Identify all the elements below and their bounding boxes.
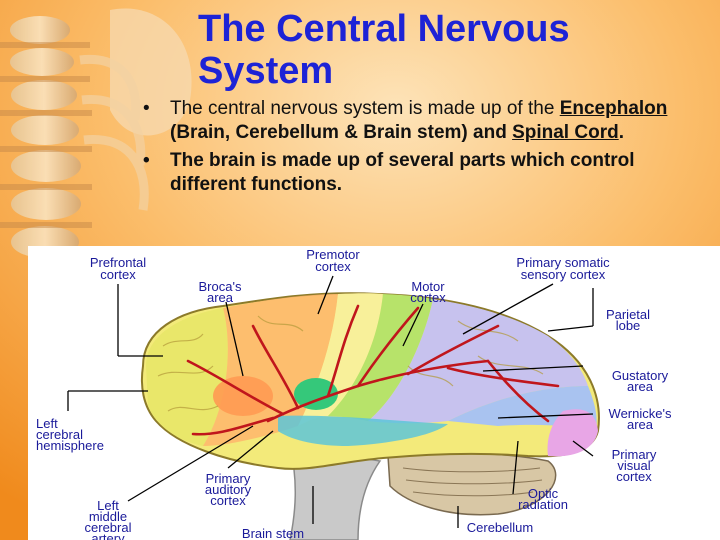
label-primary-visual-2: visual bbox=[617, 458, 650, 473]
bullet-list: • The central nervous system is made up … bbox=[143, 97, 713, 201]
bullet-1-end: . bbox=[618, 122, 624, 143]
label-parietal-lobe-1: Parietal bbox=[606, 307, 650, 322]
label-premotor-cortex-2: cortex bbox=[315, 259, 351, 274]
label-gustatory-area-2: area bbox=[627, 379, 654, 394]
broca-region bbox=[213, 376, 273, 416]
bullet-2-text: The brain is made up of several parts wh… bbox=[170, 150, 635, 195]
label-primary-somatic-2: sensory cortex bbox=[521, 267, 606, 282]
bullet-dot: • bbox=[143, 150, 150, 171]
bullet-1-intro: The central nervous system is made up of… bbox=[170, 98, 555, 119]
label-brain-stem: Brain stem bbox=[242, 526, 304, 540]
brain-diagram: Prefrontal cortex Premotor cortex Primar… bbox=[28, 246, 720, 540]
bullet-dot: • bbox=[143, 98, 150, 119]
middle-cerebral-artery bbox=[186, 304, 560, 436]
cerebellum-folds bbox=[402, 467, 543, 497]
label-prefrontal-cortex-2: cortex bbox=[100, 267, 136, 282]
label-primary-auditory-1: Primary bbox=[206, 471, 251, 486]
label-leader-lines bbox=[67, 275, 594, 528]
label-left-cerebral-hemisphere-3: hemisphere bbox=[36, 438, 104, 453]
bullet-item-2: • The brain is made up of several parts … bbox=[143, 149, 713, 197]
label-brocas-area-2: area bbox=[207, 290, 234, 305]
bullet-1-middle: (Brain, Cerebellum & Brain stem) and bbox=[170, 122, 513, 143]
visual-region bbox=[547, 409, 598, 457]
label-left-cerebral-hemisphere-2: cerebral bbox=[36, 427, 83, 442]
prefrontal-region bbox=[146, 308, 228, 446]
label-wernickes-area-2: area bbox=[627, 417, 654, 432]
label-motor-cortex-2: cortex bbox=[410, 290, 446, 305]
label-brocas-area-1: Broca's bbox=[199, 279, 242, 294]
label-left-middle-cerebral-artery-1: Left bbox=[97, 498, 119, 513]
title-line-1: The Central Nervous bbox=[198, 8, 570, 50]
label-primary-auditory-2: auditory bbox=[205, 482, 252, 497]
label-optic-radiation-2: radiation bbox=[518, 497, 568, 512]
title-line-2: System bbox=[198, 50, 334, 92]
label-primary-visual-3: cortex bbox=[616, 469, 652, 484]
term-spinal-cord: Spinal Cord bbox=[512, 122, 619, 143]
label-optic-radiation-1: Optic bbox=[528, 486, 559, 501]
label-primary-somatic-1: Primary somatic bbox=[516, 255, 610, 270]
label-wernickes-area-1: Wernicke's bbox=[609, 406, 672, 421]
somatic-region bbox=[328, 294, 433, 421]
label-motor-cortex-1: Motor bbox=[411, 279, 445, 294]
bullet-item-1: • The central nervous system is made up … bbox=[143, 97, 713, 145]
label-primary-visual-1: Primary bbox=[612, 447, 657, 462]
label-cerebellum: Cerebellum bbox=[467, 520, 533, 535]
label-premotor-cortex-1: Premotor bbox=[306, 247, 360, 262]
label-left-middle-cerebral-artery-2: middle bbox=[89, 509, 127, 524]
label-left-middle-cerebral-artery-3: cerebral bbox=[85, 520, 132, 535]
gustatory-region bbox=[294, 378, 338, 410]
label-primary-auditory-3: cortex bbox=[210, 493, 246, 508]
label-prefrontal-cortex-1: Prefrontal bbox=[90, 255, 146, 270]
slide-title: The Central Nervous System bbox=[198, 8, 698, 92]
term-encephalon: Encephalon bbox=[559, 98, 668, 119]
label-gustatory-area-1: Gustatory bbox=[612, 368, 669, 383]
auditory-region bbox=[278, 415, 448, 446]
label-parietal-lobe-2: lobe bbox=[616, 318, 641, 333]
label-left-cerebral-hemisphere-1: Left bbox=[36, 416, 58, 431]
label-left-middle-cerebral-artery-4: artery bbox=[91, 531, 125, 540]
